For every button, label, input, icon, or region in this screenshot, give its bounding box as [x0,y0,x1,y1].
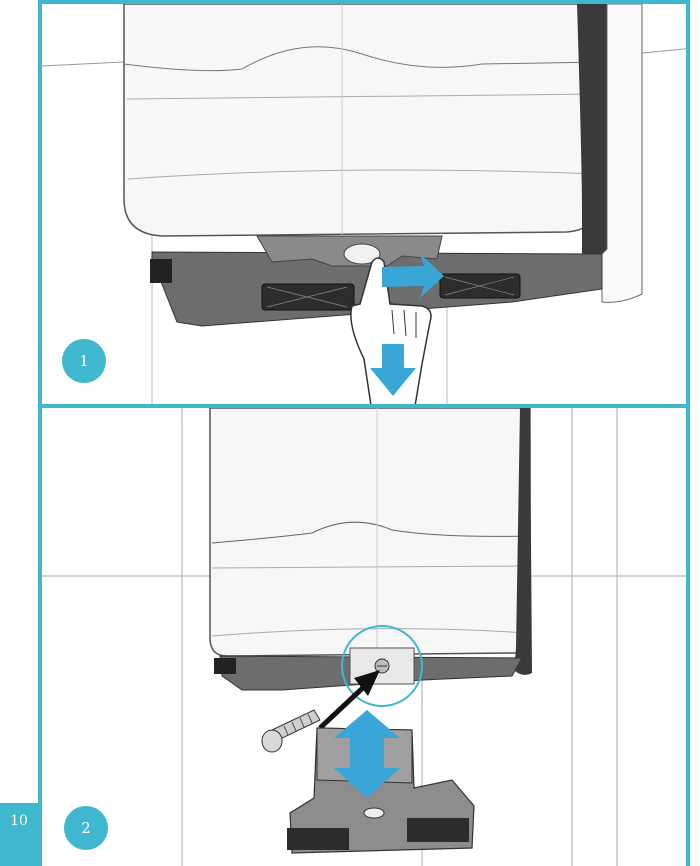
step-2-illustration [42,408,686,866]
step-2-number: 2 [81,819,91,837]
down-arrow-icon [370,344,416,396]
step-1-badge: 1 [62,339,106,383]
dispenser-side-panel [577,4,607,261]
dispenser-side-panel [514,408,532,675]
step-2-illustration-panel: 2 [38,404,690,866]
screw-detail-circle [341,625,423,707]
double-arrow-icon [334,710,400,798]
step-1-number: 1 [79,352,89,370]
step-1-illustration [42,4,686,404]
release-button [343,243,381,265]
push-arrow-icon [382,254,444,298]
step-2-badge: 2 [64,806,108,850]
page-number: 10 [0,803,38,866]
screw-icon [261,709,321,753]
step-1-illustration-panel: 1 [38,0,690,408]
page-number-text: 10 [10,813,28,829]
dispenser-body [123,4,603,237]
dispenser-body [209,408,531,657]
black-arrow-icon [318,670,380,730]
hand-icon [350,257,432,404]
